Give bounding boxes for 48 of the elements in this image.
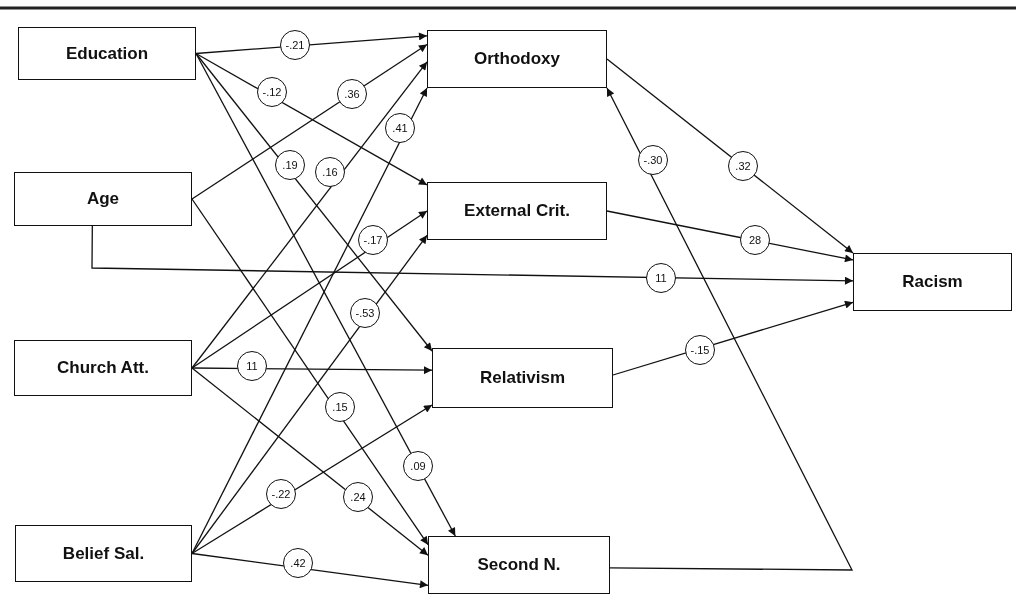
arrow — [606, 210, 854, 263]
path-coefficient: .15 — [325, 392, 355, 422]
path-coefficient: 11 — [646, 263, 676, 293]
path-coefficient: 28 — [740, 225, 770, 255]
path-coefficient: -.17 — [358, 225, 388, 255]
path-coefficient: 11 — [237, 351, 267, 381]
path-coefficient: -.12 — [257, 77, 287, 107]
path-coefficient: .24 — [343, 482, 373, 512]
arrow — [191, 210, 428, 369]
variable-name: Relativism — [479, 368, 565, 388]
path-coefficient: -.53 — [350, 298, 380, 328]
arrow — [91, 225, 854, 285]
variable-box — [15, 525, 192, 582]
arrow — [606, 87, 854, 571]
arrow — [191, 552, 429, 589]
variable-name: Second N. — [477, 555, 561, 575]
variable-box — [14, 172, 192, 226]
arrow — [191, 367, 429, 556]
variable-box — [18, 27, 196, 80]
variable-name: Church Att. — [57, 358, 149, 378]
path-coefficient: .09 — [403, 451, 433, 481]
variable-box — [427, 182, 607, 240]
variable-box — [432, 348, 613, 408]
arrow — [195, 32, 428, 55]
path-coefficient: -.22 — [266, 479, 296, 509]
path-coefficient: .19 — [275, 150, 305, 180]
arrow — [191, 43, 428, 200]
variable-name: Orthodoxy — [474, 49, 560, 69]
path-coefficient: .36 — [337, 79, 367, 109]
path-coefficient: -.21 — [280, 30, 310, 60]
path-coefficient: -.15 — [685, 335, 715, 365]
path-coefficient: .32 — [728, 151, 758, 181]
path-coefficient: .16 — [315, 157, 345, 187]
variable-name: Age — [86, 189, 120, 209]
variable-box — [14, 340, 192, 396]
variable-box — [428, 536, 610, 594]
variable-name: Belief Sal. — [62, 543, 145, 564]
variable-box — [853, 253, 1012, 311]
arrow — [191, 404, 433, 555]
arrow — [606, 58, 854, 254]
path-coefficient: .42 — [283, 548, 313, 578]
arrow — [195, 52, 428, 186]
variable-name: Education — [65, 43, 149, 64]
variable-name: Racism — [902, 272, 963, 292]
variable-box — [427, 30, 607, 88]
path-coefficient: .41 — [385, 113, 415, 143]
variable-name: External Crit. — [464, 201, 570, 221]
path-coefficient: -.30 — [638, 145, 668, 175]
